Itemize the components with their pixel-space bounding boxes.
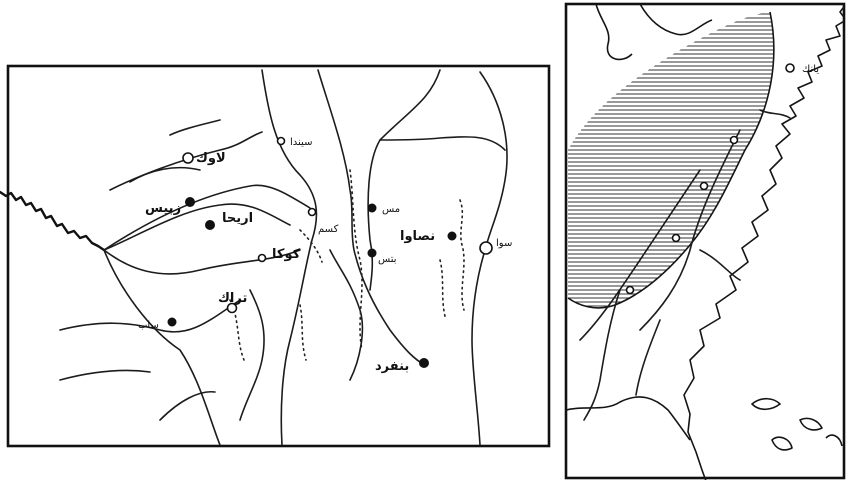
place-nasawa: نصاوا xyxy=(400,229,457,244)
river xyxy=(367,69,441,291)
place-marker xyxy=(699,181,709,191)
island xyxy=(771,436,793,451)
place-marker xyxy=(307,207,317,217)
place-lawk: لاوك xyxy=(182,151,226,166)
river xyxy=(59,299,241,333)
place-marker xyxy=(182,152,194,164)
place-marker xyxy=(625,285,635,295)
dotted-trail xyxy=(349,169,363,351)
place-marker xyxy=(276,136,286,146)
place-label: يانك xyxy=(802,64,819,75)
place-ariha: اريحا xyxy=(205,211,253,230)
place-label: لاوك xyxy=(196,151,226,166)
hatched-region-border xyxy=(567,11,775,309)
island xyxy=(825,434,843,447)
place-marker xyxy=(419,358,429,368)
dotted-trail xyxy=(439,259,447,321)
place-marker xyxy=(257,253,267,263)
place-label: كوكا xyxy=(272,247,301,262)
place-marker xyxy=(479,241,493,255)
place-label: مس xyxy=(382,204,400,215)
place-marker xyxy=(785,63,795,73)
island xyxy=(751,397,781,411)
river xyxy=(129,166,201,183)
place-label: كسم xyxy=(318,224,339,235)
place-label: ساب xyxy=(138,320,159,331)
river xyxy=(317,69,426,366)
regional-map: لاوك سيندا زبيس اريحا كوكا كسم مس نصاوا xyxy=(0,64,551,448)
place-marker xyxy=(226,302,238,314)
place-sawa: سوا xyxy=(479,238,512,255)
place-marker xyxy=(367,203,377,213)
place-tarak: تراك xyxy=(218,291,247,314)
river xyxy=(103,184,311,251)
island xyxy=(799,417,823,431)
place-label: بتس xyxy=(378,254,397,265)
place-marker xyxy=(367,248,377,258)
dotted-trail xyxy=(459,199,465,311)
place-mas: مس xyxy=(367,203,400,215)
place-label: سيندا xyxy=(290,137,312,148)
river xyxy=(699,249,741,281)
river xyxy=(471,71,508,446)
river xyxy=(59,369,151,381)
place-zabis: زبيس xyxy=(145,197,195,216)
river xyxy=(103,249,221,446)
coastline xyxy=(595,4,633,61)
place-saab: ساب xyxy=(138,317,177,331)
river xyxy=(329,249,364,381)
coastline xyxy=(683,5,844,480)
place-marker xyxy=(447,231,457,241)
main-river xyxy=(0,190,106,252)
river xyxy=(635,319,661,396)
river xyxy=(103,203,291,251)
river xyxy=(159,390,216,421)
river xyxy=(169,119,221,136)
place-label: نصاوا xyxy=(400,229,435,244)
river xyxy=(379,136,506,151)
place-sinda: سيندا xyxy=(276,136,312,148)
river xyxy=(759,109,791,119)
river xyxy=(579,169,701,341)
place-banfard: بنفرد xyxy=(375,358,429,374)
place-marker xyxy=(729,135,739,145)
place-label: اريحا xyxy=(222,211,253,226)
place-label: زبيس xyxy=(145,201,181,216)
river xyxy=(261,69,318,446)
place-label: تراك xyxy=(218,291,247,306)
coastline xyxy=(566,396,691,441)
place-yanak: يانك xyxy=(785,63,819,75)
river xyxy=(583,289,621,421)
river xyxy=(239,289,265,421)
place-label: بنفرد xyxy=(375,359,409,374)
place-marker xyxy=(167,317,177,327)
overview-map: يانك xyxy=(564,2,846,480)
river xyxy=(639,129,741,331)
place-marker xyxy=(671,233,681,243)
place-marker xyxy=(185,197,195,207)
place-kasam: كسم xyxy=(307,207,339,235)
place-bats: بتس xyxy=(367,248,397,265)
place-marker xyxy=(205,220,215,230)
dotted-trail xyxy=(299,304,307,361)
hatched-region xyxy=(568,13,774,307)
place-label: سوا xyxy=(496,238,512,249)
river xyxy=(103,249,301,275)
place-kuka: كوكا xyxy=(257,247,301,263)
regional-map-frame xyxy=(6,64,551,448)
coastline xyxy=(639,4,713,36)
